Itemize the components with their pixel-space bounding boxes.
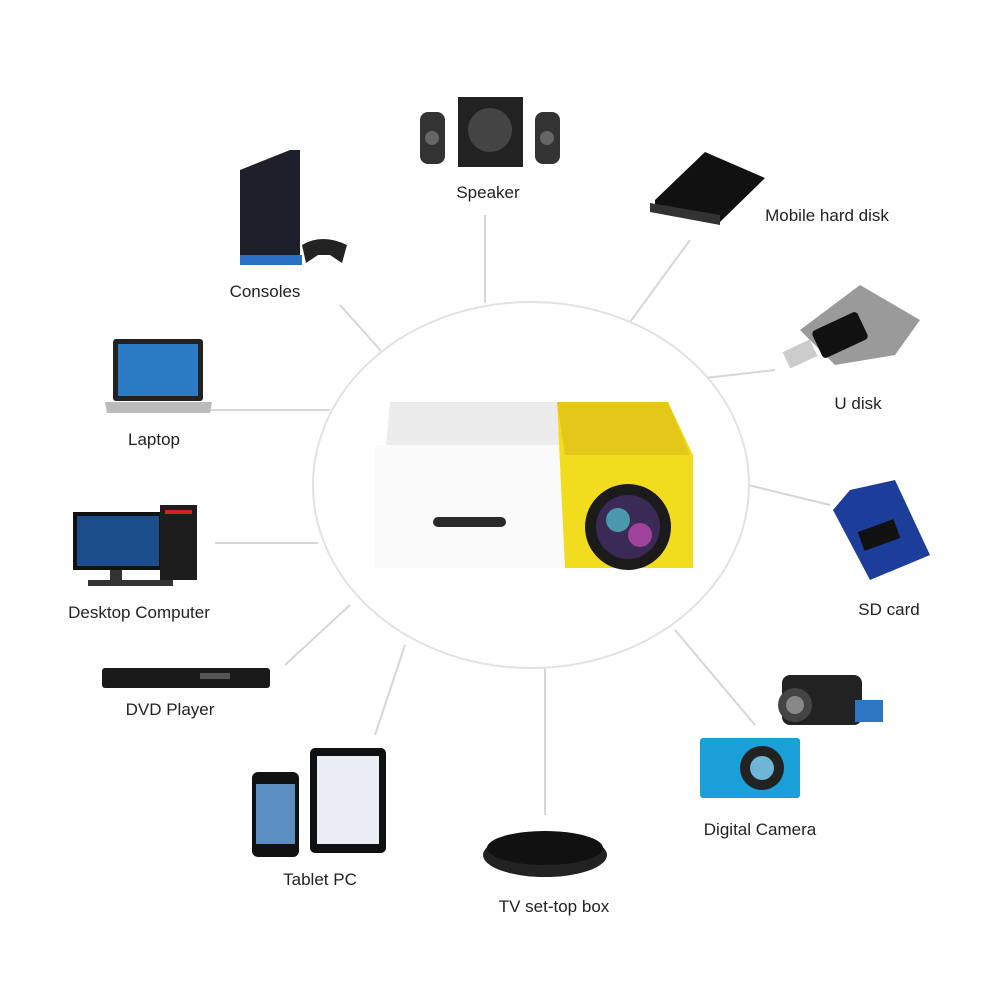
label-consoles: Consoles bbox=[229, 282, 301, 301]
connector-u-disk bbox=[704, 369, 776, 379]
u-disk-icon bbox=[782, 285, 920, 369]
connector-sd-card bbox=[747, 484, 831, 506]
label-tablet-pc: Tablet PC bbox=[283, 870, 357, 889]
label-sd-card: SD card bbox=[858, 600, 920, 619]
tablet-pc-icon bbox=[252, 748, 386, 857]
sd-card-icon bbox=[833, 480, 930, 580]
connector-mobile-hard-disk bbox=[629, 239, 691, 323]
connector-lines bbox=[205, 215, 831, 815]
digital-camera-icon bbox=[700, 675, 883, 798]
label-laptop: Laptop bbox=[128, 430, 180, 449]
connector-consoles bbox=[339, 304, 383, 353]
mobile-hard-disk-icon bbox=[650, 152, 765, 225]
dvd-player-icon bbox=[102, 668, 270, 688]
label-dvd-player: DVD Player bbox=[125, 700, 215, 719]
laptop-icon bbox=[105, 339, 212, 413]
speaker-icon bbox=[420, 97, 560, 167]
projector-image bbox=[375, 402, 693, 570]
desktop-computer-icon bbox=[73, 505, 197, 586]
consoles-icon bbox=[240, 150, 347, 265]
label-speaker: Speaker bbox=[456, 183, 520, 202]
label-tv-set-top-box: TV set-top box bbox=[498, 897, 610, 916]
label-desktop-computer: Desktop Computer bbox=[68, 603, 210, 622]
connector-tablet-pc bbox=[374, 644, 406, 736]
label-mobile-hard-disk: Mobile hard disk bbox=[765, 206, 889, 225]
label-digital-camera: Digital Camera bbox=[703, 820, 817, 839]
connector-dvd-player bbox=[284, 604, 351, 666]
label-u-disk: U disk bbox=[834, 394, 882, 413]
tv-set-top-box-icon bbox=[483, 831, 607, 877]
connector-digital-camera bbox=[674, 629, 756, 726]
